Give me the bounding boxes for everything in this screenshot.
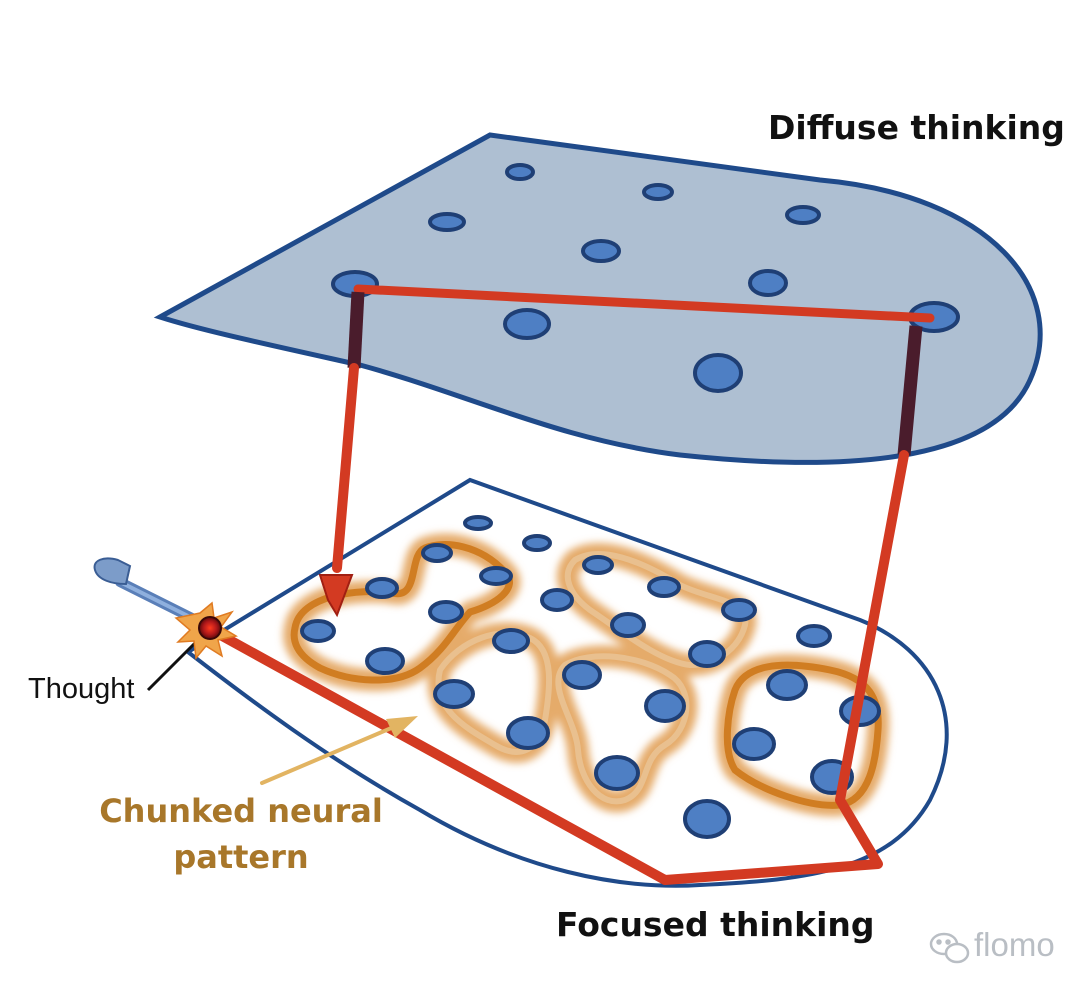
thought-label: Thought [28,673,135,705]
watermark-text: flomo [974,926,1055,963]
dart-icon [93,557,238,660]
neuron [562,660,602,690]
neuron [610,612,646,638]
chunk-outline-3 [564,551,749,668]
neuron [522,534,552,552]
neuron [365,577,399,599]
neuron [693,353,743,393]
neuron [688,640,726,668]
watermark: flomo [928,926,1055,964]
neuron [647,576,681,598]
chunk-label-line1: Chunked neural [99,792,383,830]
neuron [506,716,550,750]
thought-pointer [146,636,202,692]
chunk-label-line2: pattern [173,838,309,876]
neuron [796,624,832,648]
neuron [479,566,513,586]
arrowhead [318,574,354,618]
neuron [785,205,821,225]
plane-connectors-red [210,363,909,885]
neuron [683,799,731,839]
neuron [365,647,405,675]
neuron [582,555,614,575]
chunk-outline-5 [723,661,882,809]
neuron [748,269,788,297]
neuron [732,727,776,761]
neuron [594,755,640,791]
neuron [721,598,757,622]
chunk-outline-4 [555,653,690,805]
neuron [505,163,535,181]
neuron [540,588,574,612]
neuron [492,628,530,654]
wechat-icon [929,932,970,964]
plane-connectors-dark [347,291,923,456]
neuron [581,239,621,263]
chunked-neural-pattern-label: Chunked neural pattern [96,788,386,880]
neuron [433,679,475,709]
neuron [642,183,674,201]
neuron [503,308,551,340]
diffuse-path [353,284,935,323]
diffuse-thinking-label: Diffuse thinking [768,108,1065,147]
neuron [428,600,464,624]
neuron [428,212,466,232]
focused-thinking-label: Focused thinking [556,905,875,944]
chunk-pointer-arrow [260,716,418,785]
neuron [300,619,336,643]
neuron [644,689,686,723]
focused-neurons [300,515,881,839]
neuron [766,669,808,701]
neuron [463,515,493,531]
neuron [421,543,453,563]
